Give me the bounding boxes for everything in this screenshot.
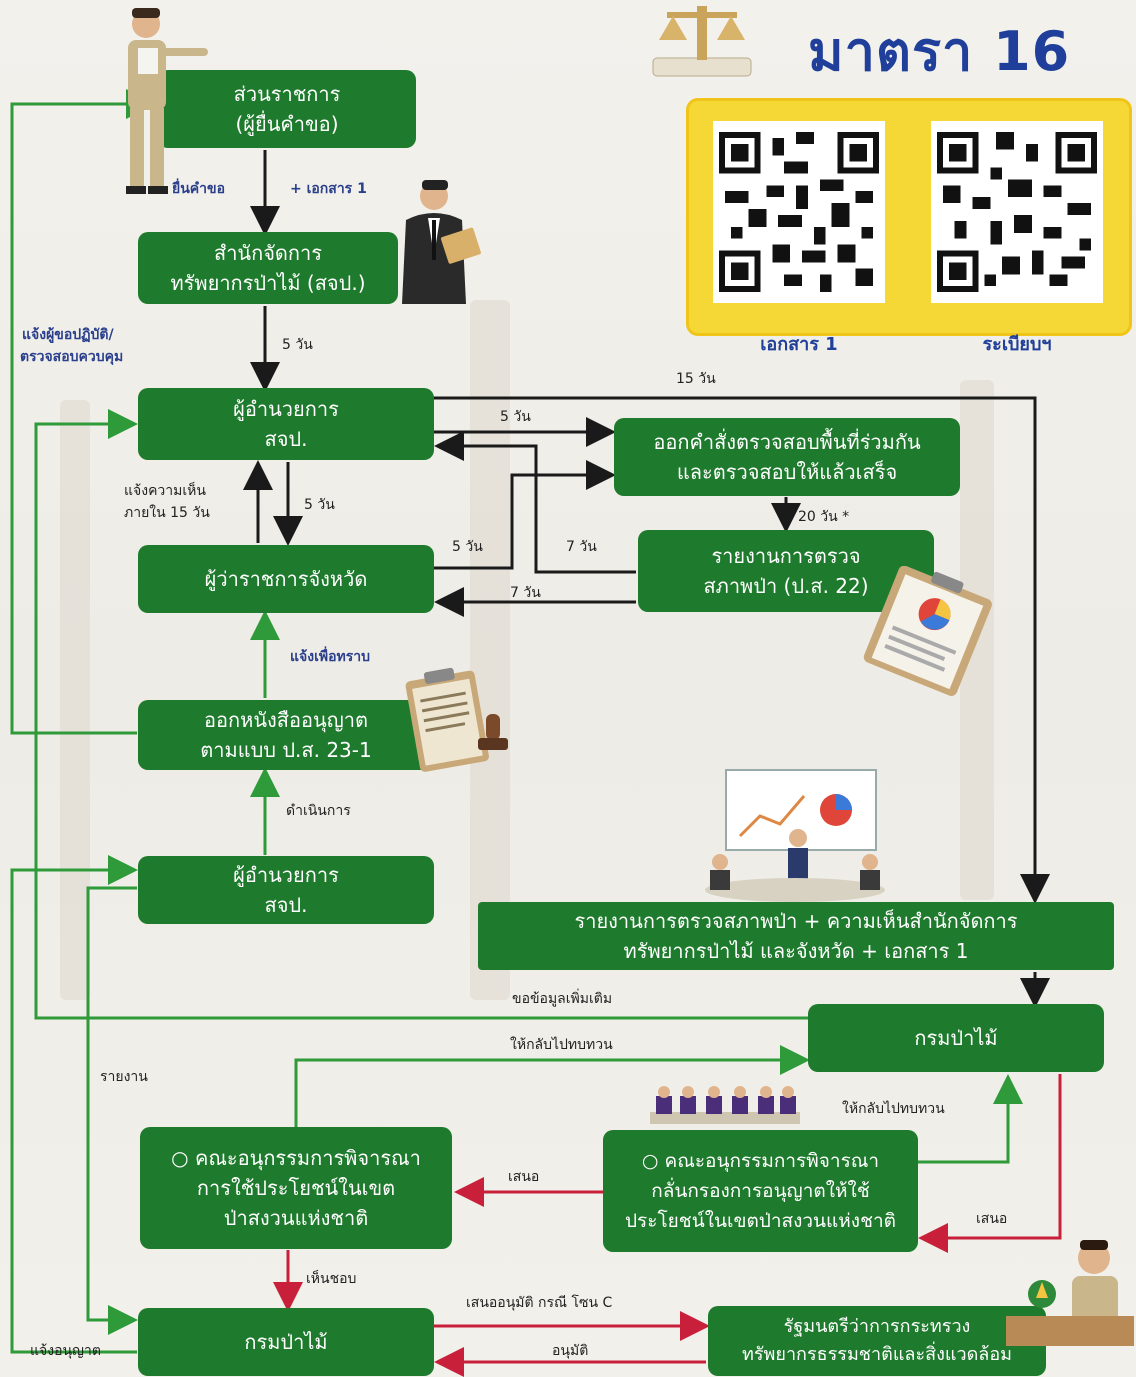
box-text: สำนักจัดการ — [213, 241, 322, 265]
box-text: รัฐมนตรีว่าการกระทรวง — [783, 1316, 971, 1337]
box-text: กรมป่าไม้ — [914, 1026, 998, 1050]
qr-code-regulations[interactable]: ระเบียบฯ — [931, 121, 1103, 355]
qr-code-panel: เอกสาร 1 ระเบียบฯ — [686, 98, 1132, 355]
permit-document-stamp-illustration — [405, 667, 508, 772]
box-text: รายงานการตรวจ — [711, 544, 861, 568]
box-royal-forest-dept-1: กรมป่าไม้ — [808, 1004, 1104, 1072]
official-person-illustration — [126, 8, 208, 194]
page-title: มาตรา 16 — [808, 20, 1071, 83]
officer-with-clipboard-illustration — [402, 180, 481, 304]
box-permit: ออกหนังสืออนุญาต ตามแบบ ป.ส. 23-1 — [138, 700, 434, 770]
box-text: ทรัพยากรป่าไม้ และจังหวัด + เอกสาร 1 — [623, 939, 969, 963]
label-review-2: ให้กลับไปทบทวน — [842, 1101, 945, 1117]
qr-code-document-1[interactable]: เอกสาร 1 — [713, 121, 885, 355]
meeting-presentation-illustration — [705, 769, 885, 902]
box-text: ผู้อำนวยการ — [233, 397, 339, 421]
box-forest-report: รายงานการตรวจ สภาพป่า (ป.ส. 22) — [638, 530, 934, 612]
box-forest-office: สำนักจัดการ ทรัพยากรป่าไม้ (สจป.) — [138, 232, 398, 304]
box-applicant: ส่วนราชการ (ผู้ยื่นคำขอ) — [158, 70, 416, 148]
label-opinion-1: แจ้งความเห็น — [124, 483, 206, 499]
label-opinion-2: ภายใน 15 วัน — [124, 505, 210, 521]
box-combined-report: รายงานการตรวจสภาพป่า + ความเห็นสำนักจัดก… — [478, 902, 1114, 970]
label-5-days-b: 5 วัน — [500, 409, 531, 425]
label-propose-1: เสนอ — [508, 1169, 540, 1185]
background-tree — [470, 300, 510, 1000]
label-propose-zone-c: เสนออนุมัติ กรณี โซน C — [466, 1295, 613, 1311]
label-7-days-b: 7 วัน — [510, 585, 541, 601]
label-notify-permit: แจ้งอนุญาต — [30, 1343, 101, 1359]
arrow-notify-applicant — [10, 89, 156, 735]
committee-meeting-illustration — [650, 1086, 800, 1124]
box-text: ผู้อำนวยการ — [233, 863, 339, 887]
box-text: สภาพป่า (ป.ส. 22) — [703, 574, 869, 598]
minister-at-desk-illustration — [1006, 1240, 1134, 1346]
arrow-notify-permit — [10, 855, 138, 1354]
box-royal-forest-dept-2: กรมป่าไม้ — [138, 1308, 434, 1376]
label-5-days-d: 5 วัน — [452, 539, 483, 555]
label-notify-applicant-2: ตรวจสอบควบคุม — [20, 349, 124, 365]
box-text: กลั่นกรองการอนุญาตให้ใช้ — [651, 1180, 870, 1202]
box-text: ประโยชน์ในเขตป่าสงวนแห่งชาติ — [625, 1210, 896, 1232]
background-tree — [60, 400, 90, 1000]
label-7-days-a: 7 วัน — [566, 539, 597, 555]
arrow-report — [86, 886, 138, 1335]
box-text: รายงานการตรวจสภาพป่า + ความเห็นสำนักจัดก… — [574, 909, 1018, 933]
label-agree: เห็นชอบ — [306, 1271, 357, 1287]
arrow-review-right — [918, 1074, 1023, 1164]
box-governor: ผู้ว่าราชการจังหวัด — [138, 545, 434, 613]
arrow-report-to-director — [434, 431, 636, 574]
box-minister: รัฐมนตรีว่าการกระทรวง ทรัพยากรธรรมชาติแล… — [708, 1306, 1046, 1376]
box-text: การใช้ประโยชน์ในเขต — [196, 1176, 396, 1200]
box-text: ตามแบบ ป.ส. 23-1 — [200, 738, 372, 762]
box-text: ส่วนราชการ — [233, 82, 341, 106]
label-submit: ยื่นคำขอ — [172, 181, 225, 197]
box-text: ออกคำสั่งตรวจสอบพื้นที่ร่วมกัน — [653, 430, 921, 454]
label-review-1: ให้กลับไปทบทวน — [510, 1037, 613, 1053]
box-text: และตรวจสอบให้แล้วเสร็จ — [676, 460, 898, 484]
box-committee-right: ○ คณะอนุกรรมการพิจารณา กลั่นกรองการอนุญา… — [603, 1130, 918, 1252]
label-20-days: 20 วัน * — [798, 509, 850, 525]
box-text: ออกหนังสืออนุญาต — [204, 708, 368, 732]
box-text: สจป. — [264, 427, 308, 451]
box-text: ป่าสงวนแห่งชาติ — [223, 1206, 369, 1230]
box-text: ทรัพยากรป่าไม้ (สจป.) — [170, 271, 366, 295]
box-text: ○ คณะอนุกรรมการพิจารณา — [641, 1150, 880, 1172]
label-inform: แจ้งเพื่อทราบ — [290, 649, 370, 665]
box-text: ผู้ว่าราชการจังหวัด — [204, 567, 368, 591]
label-notify-applicant-1: แจ้งผู้ขอปฏิบัติ/ — [22, 327, 114, 343]
arrow-governor-order — [433, 460, 616, 570]
label-more-info: ขอข้อมูลเพิ่มเติม — [512, 991, 613, 1007]
label-approve: อนุมัติ — [552, 1343, 589, 1359]
box-text: (ผู้ยื่นคำขอ) — [235, 112, 339, 136]
arrow-15-days — [433, 396, 1050, 904]
label-report: รายงาน — [100, 1069, 148, 1085]
box-inspection-order: ออกคำสั่งตรวจสอบพื้นที่ร่วมกัน และตรวจสอ… — [614, 418, 960, 496]
arrow-review-left — [294, 1045, 810, 1127]
qr-caption-regulations: ระเบียบฯ — [982, 334, 1052, 355]
label-document-1: + เอกสาร 1 — [290, 181, 367, 197]
report-clipboard-illustration — [863, 566, 992, 696]
box-text: สจป. — [264, 893, 308, 917]
box-director-2: ผู้อำนวยการ สจป. — [138, 856, 434, 924]
arrow-propose-right — [918, 1074, 1062, 1253]
scales-of-justice-icon — [652, 6, 752, 77]
label-5-days-a: 5 วัน — [282, 337, 313, 353]
label-15-days: 15 วัน — [676, 371, 716, 387]
box-text: ทรัพยากรธรรมชาติและสิ่งแวดล้อม — [742, 1344, 1012, 1365]
label-5-days-c: 5 วัน — [304, 497, 335, 513]
box-text: ○ คณะอนุกรรมการพิจารณา — [171, 1146, 421, 1170]
label-propose-2: เสนอ — [976, 1211, 1008, 1227]
label-proceed: ดำเนินการ — [286, 803, 351, 819]
box-text: กรมป่าไม้ — [244, 1330, 328, 1354]
box-committee-left: ○ คณะอนุกรรมการพิจารณา การใช้ประโยชน์ในเ… — [140, 1127, 452, 1249]
arrow-more-info — [34, 409, 810, 1020]
qr-caption-document-1: เอกสาร 1 — [760, 334, 838, 355]
box-director-1: ผู้อำนวยการ สจป. — [138, 388, 434, 460]
